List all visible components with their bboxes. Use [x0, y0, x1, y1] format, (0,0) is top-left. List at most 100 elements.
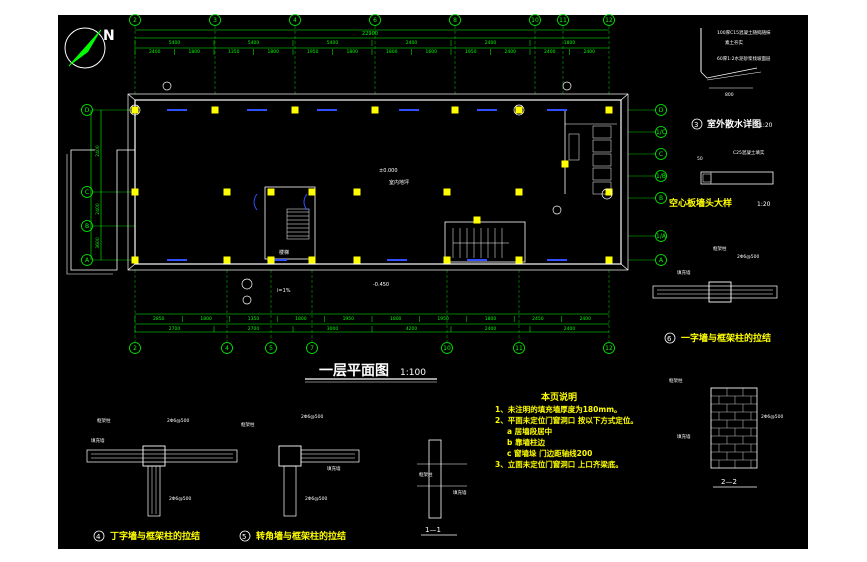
- d6-label-3: 填充墙: [677, 269, 691, 276]
- section-1-1: 框架柱 填充墙 1—1: [417, 439, 467, 536]
- svg-text:6: 6: [373, 17, 377, 24]
- column-5: [515, 106, 523, 114]
- toilet-stall-1: [592, 139, 612, 153]
- notes-heading: 本页说明: [541, 391, 577, 403]
- column-9: [267, 188, 275, 196]
- dim-top-2-2: 1350: [228, 49, 240, 55]
- floor-elevation: ±0.000: [379, 168, 398, 174]
- north-arrow: N: [64, 27, 115, 69]
- svg-text:12: 12: [605, 345, 613, 352]
- column-14: [605, 188, 613, 196]
- dim-bottom-1-1: 1800: [200, 316, 212, 322]
- slab-title: 空心板墙头大样: [669, 197, 732, 209]
- toilet-stall-2: [592, 153, 612, 167]
- apron-width: 800: [725, 92, 734, 98]
- column-4: [451, 106, 459, 114]
- grid-bubble-top-8: 8: [449, 14, 461, 26]
- column-1: [211, 106, 219, 114]
- note-item-1: 1、未注明的填充墙厚度为180mm。: [495, 404, 622, 414]
- grid-bubble-right-4: B: [655, 192, 667, 204]
- slope-label: i=1%: [277, 288, 291, 294]
- svg-text:C: C: [659, 151, 663, 158]
- svg-text:10: 10: [531, 17, 539, 24]
- detail-callouts: [129, 81, 613, 305]
- dim-left-1: 2400: [95, 203, 101, 215]
- column-11: [353, 188, 361, 196]
- d4-label-2: 2Φ6@500: [167, 418, 189, 424]
- column-24: [473, 216, 481, 224]
- dim-bottom-1-3: 1800: [295, 316, 307, 322]
- column-18: [308, 256, 316, 264]
- door-swing-1: [303, 193, 308, 211]
- grid-bubble-top-10: 10: [529, 14, 541, 26]
- grid-bubble-left-A: A: [81, 254, 93, 266]
- grid-bubble-right-6: A: [655, 254, 667, 266]
- grid-bubble-bottom-4: 4: [221, 342, 233, 354]
- slab-note: C25混凝土填实: [733, 149, 765, 156]
- grid-bubble-top-12: 12: [603, 14, 615, 26]
- svg-text:C: C: [85, 189, 89, 196]
- svg-text:A: A: [85, 257, 90, 264]
- svg-text:2: 2: [133, 345, 137, 352]
- grid-bubble-bottom-11: 11: [513, 342, 525, 354]
- column-3: [371, 106, 379, 114]
- slab-dim: 50: [697, 156, 703, 162]
- dim-bottom-1-0: 2850: [153, 316, 165, 322]
- dim-bottom-1-6: 1950: [437, 316, 449, 322]
- column-20: [443, 256, 451, 264]
- column-22: [605, 256, 613, 264]
- dim-bottom-2-5: 2400: [564, 326, 576, 332]
- svg-text:11: 11: [515, 345, 523, 352]
- column-7: [131, 188, 139, 196]
- grid-bubble-top-11: 11: [557, 14, 569, 26]
- dim-bottom-1-7: 1800: [485, 316, 497, 322]
- outdoor-elevation: -0.450: [373, 282, 389, 288]
- s11-label-1: 框架柱: [419, 471, 433, 478]
- svg-text:4: 4: [293, 17, 297, 24]
- svg-text:A: A: [659, 257, 664, 264]
- dim-top-1-3: 2400: [406, 40, 418, 46]
- dim-top-2-1: 1800: [189, 49, 201, 55]
- s11-title: 1—1: [425, 526, 441, 534]
- door-swing-0: [253, 193, 258, 211]
- detail-apron: 100厚C15混凝土随捣随抹 素土夯实 60厚1:2水泥砂浆找坡面层 800 3…: [691, 28, 773, 130]
- notes-block: 本页说明 1、未注明的填充墙厚度为180mm。 2、平面未定位门窗洞口 按以下方…: [495, 391, 638, 469]
- dim-top-2-4: 1950: [307, 49, 319, 55]
- d6-number: 6: [667, 335, 672, 343]
- d5-label-3: 填充墙: [327, 465, 341, 472]
- note-item-5: c 窗墙垛 门边距轴线200: [507, 448, 592, 458]
- apron-note-1: 100厚C15混凝土随捣随抹: [717, 29, 771, 36]
- grid-bubble-bottom-7: 7: [306, 342, 318, 354]
- d6-title: 一字墙与框架柱的拉结: [681, 332, 771, 344]
- column-6: [605, 106, 613, 114]
- d5-title: 转角墙与框架柱的拉结: [256, 530, 346, 542]
- svg-text:B: B: [659, 195, 663, 202]
- dim-top-2-7: 1600: [426, 49, 438, 55]
- svg-text:4: 4: [225, 345, 229, 352]
- svg-text:1/C: 1/C: [656, 129, 666, 136]
- dim-bottom-1-2: 1350: [248, 316, 260, 322]
- dim-top-2-8: 1950: [465, 49, 477, 55]
- right-grid-axes: D1/CC1/BB1/AA: [628, 104, 667, 266]
- dim-top-2-5: 1800: [347, 49, 359, 55]
- section-2-2: 框架柱 填充墙 2Φ6@500 2—2: [669, 377, 783, 488]
- dim-top-1-4: 2400: [485, 40, 497, 46]
- column-0: [131, 106, 139, 114]
- plan-scale-text: 1:100: [400, 368, 426, 378]
- structural-columns: [131, 106, 613, 264]
- d4-label-4: 2Φ6@500: [169, 496, 191, 502]
- svg-text:11: 11: [559, 17, 567, 24]
- column-23: [561, 160, 569, 168]
- dim-bottom-1-8: 2450: [532, 316, 544, 322]
- grid-bubble-right-3: 1/B: [655, 170, 667, 182]
- north-label: N: [103, 28, 115, 44]
- washbasin-counter: [568, 133, 580, 161]
- sheet-border: [57, 14, 809, 550]
- dim-top-2-3: 1800: [268, 49, 280, 55]
- grid-bubble-right-1: 1/C: [655, 126, 667, 138]
- grid-bubble-top-2: 2: [129, 14, 141, 26]
- column-8: [223, 188, 231, 196]
- dim-top-2-9: 2400: [505, 49, 517, 55]
- svg-text:2: 2: [133, 17, 137, 24]
